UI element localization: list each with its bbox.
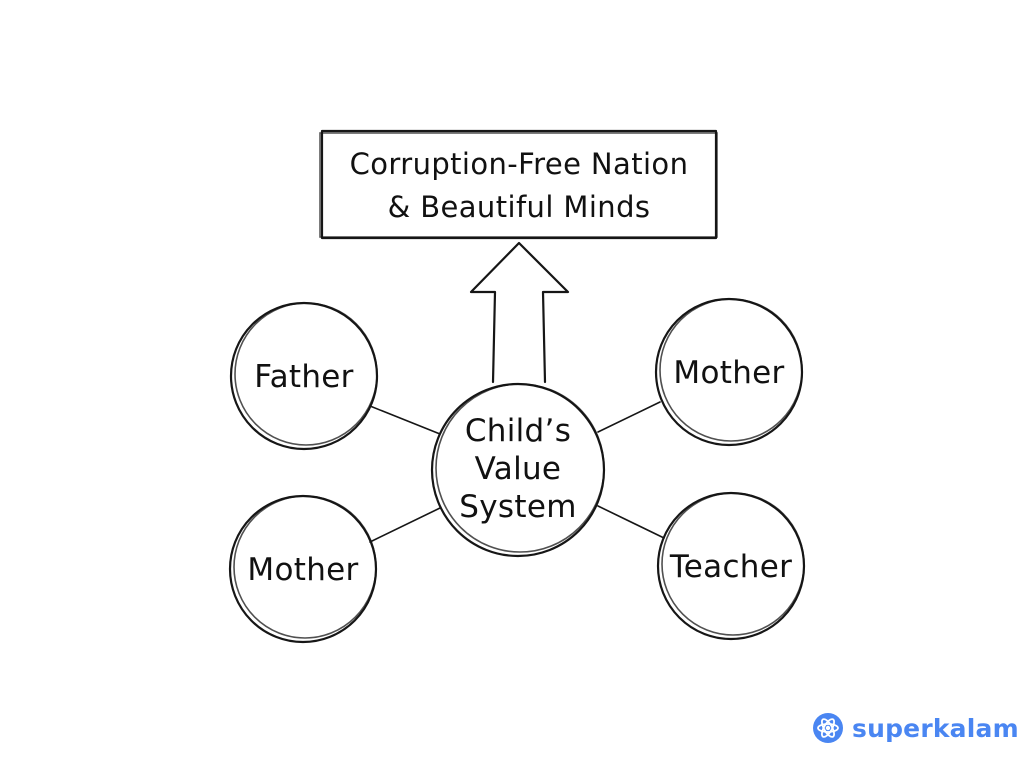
goal-line-2: & Beautiful Minds (388, 190, 651, 224)
connectors (369, 401, 665, 543)
up-arrow (469, 241, 570, 384)
influence-mother-left: Mother (228, 494, 378, 644)
influence-father: Father (229, 301, 379, 451)
brand-name: superkalam (852, 713, 1019, 743)
connector-mother-left (369, 507, 441, 543)
influence-label-father: Father (254, 359, 353, 395)
influence-teacher: Teacher (656, 491, 806, 641)
center-line-3: System (459, 489, 576, 525)
center-line-2: Value (475, 451, 562, 487)
connector-father (369, 405, 441, 435)
influence-label-mother-left: Mother (247, 552, 358, 588)
goal-line-1: Corruption-Free Nation (350, 147, 689, 181)
brand-logo: superkalam (812, 708, 1019, 748)
influence-mother-right: Mother (654, 297, 804, 447)
goal-box: Corruption-Free Nation & Beautiful Minds (319, 129, 718, 240)
influence-label-teacher: Teacher (669, 549, 792, 585)
atom-icon (813, 713, 843, 743)
center-node: Child’s Value System (430, 382, 606, 558)
center-line-1: Child’s (465, 413, 571, 449)
influence-label-mother-right: Mother (673, 355, 784, 391)
connector-teacher (597, 505, 665, 539)
connector-mother-right (597, 401, 661, 433)
